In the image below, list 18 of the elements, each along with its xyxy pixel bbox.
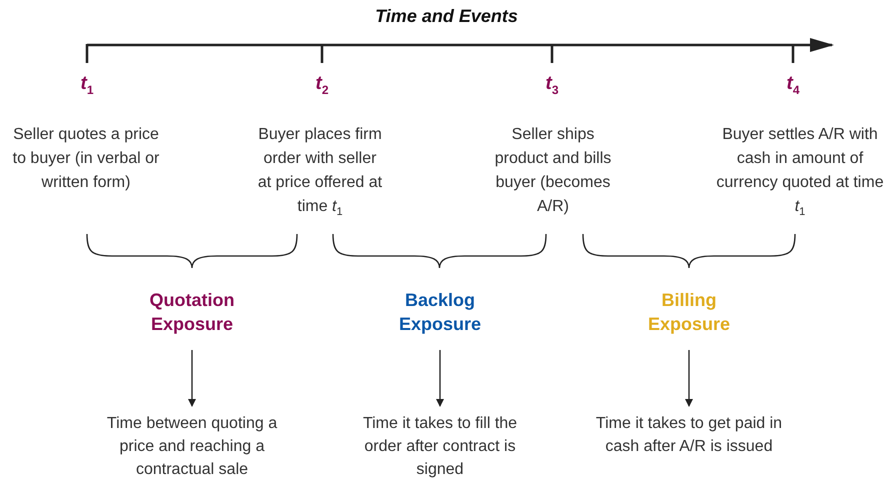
time-label: t$_{1}$ [79,73,94,97]
exposure-description: Time it takes to fill the order after contract is signed [360,412,520,481]
exposure-heading: Quotation Exposure [122,288,262,336]
exposure-description: Time it takes to get paid in cash after A/R is issued [594,412,784,458]
diagram-title: Time and Events [374,6,519,27]
arrow [436,350,444,407]
event-description: Buyer settles A/R with cash in amount of currency quoted at time t$_{1}$ [716,125,884,220]
exposure-heading: Backlog Exposure [370,288,510,336]
arrow [685,350,693,407]
time-label: t$_{4}$ [785,73,800,97]
event-description: Buyer places firm order with seller at price offered at time t$_{1}$ [256,125,384,220]
event-description: Seller quotes a price to buyer (in verbal or written form) [12,125,160,193]
exposure-description: Time between quoting a price and reaching a contractual sale [92,412,292,481]
time-label: t$_{3}$ [544,73,560,97]
time-label: t$_{2}$ [314,73,330,97]
event-description: Seller ships product and bills buyer (becomes A/R) [494,125,612,217]
arrow [188,350,196,407]
exposure-heading: Billing Exposure [619,288,759,336]
